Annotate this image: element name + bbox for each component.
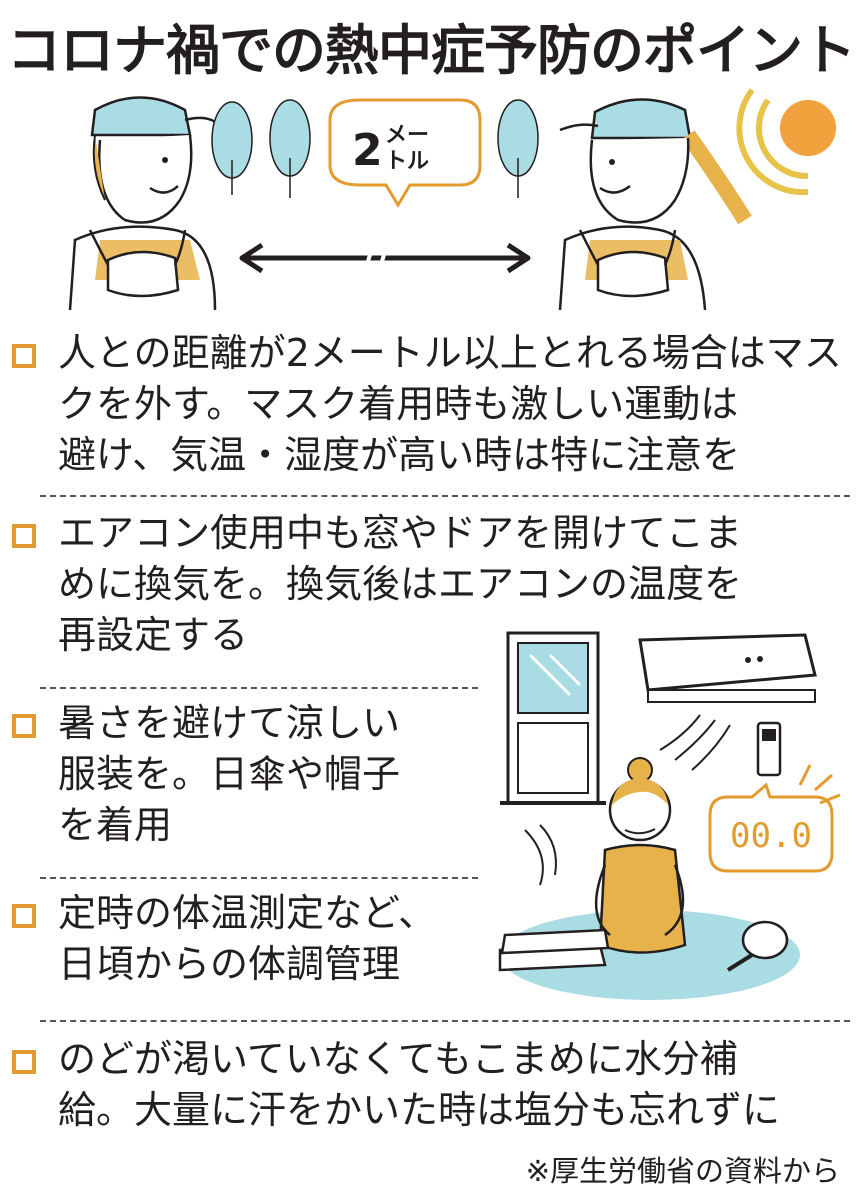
item-text: 人との距離が2メートル以上とれる場合はマス クを外す。マスク着用時も激しい運動は… bbox=[58, 331, 842, 477]
left-person bbox=[68, 96, 217, 310]
item-text: 暑さを避けて涼しい 服装を。日傘や帽子 を着用 bbox=[58, 701, 401, 847]
checkbox-icon bbox=[12, 904, 36, 928]
checkbox-icon bbox=[12, 524, 36, 548]
air-conditioner-icon bbox=[638, 633, 817, 703]
remote-icon bbox=[756, 721, 782, 777]
item-text: 定時の体温測定など、 日頃からの体調管理 bbox=[58, 891, 437, 986]
divider bbox=[40, 687, 478, 689]
tree-icon bbox=[497, 99, 539, 198]
distance-number: 2 bbox=[352, 125, 383, 176]
distance-unit-line1: メー bbox=[385, 123, 429, 148]
tree-icon bbox=[211, 99, 311, 198]
window-icon bbox=[500, 631, 606, 805]
distance-bubble: 2 メー トル bbox=[328, 98, 482, 208]
divider bbox=[40, 495, 850, 497]
double-arrow-icon bbox=[239, 242, 531, 274]
airflow bbox=[524, 714, 731, 886]
distance-unit-line2: トル bbox=[385, 149, 429, 174]
display-reading: 00.0 bbox=[730, 816, 812, 856]
source-note: ※厚生労働省の資料から bbox=[525, 1154, 840, 1188]
temperature-display: 00.0 bbox=[708, 764, 841, 873]
checkbox-icon bbox=[12, 344, 36, 368]
checkbox-icon bbox=[12, 714, 36, 738]
divider bbox=[40, 1020, 850, 1022]
fan-icon bbox=[726, 920, 789, 972]
hero-illustration: 2 メー トル bbox=[68, 88, 836, 310]
divider bbox=[40, 877, 478, 879]
checkbox-icon bbox=[12, 1050, 36, 1074]
ventilation-illustration: 00.0 bbox=[498, 631, 841, 1000]
folded-clothes bbox=[498, 928, 610, 972]
page-title: コロナ禍での熱中症予防のポイント bbox=[7, 19, 856, 82]
item-text: エアコン使用中も窓やドアを開けてこま めに換気を。換気後はエアコンの温度を 再設… bbox=[58, 511, 743, 657]
sitting-woman bbox=[594, 757, 687, 954]
item-text: のどが渇いていなくてもこまめに水分補 給。大量に汗をかいた時は塩分も忘れずに bbox=[58, 1037, 781, 1132]
sun-icon bbox=[736, 88, 836, 196]
right-person bbox=[558, 98, 752, 310]
